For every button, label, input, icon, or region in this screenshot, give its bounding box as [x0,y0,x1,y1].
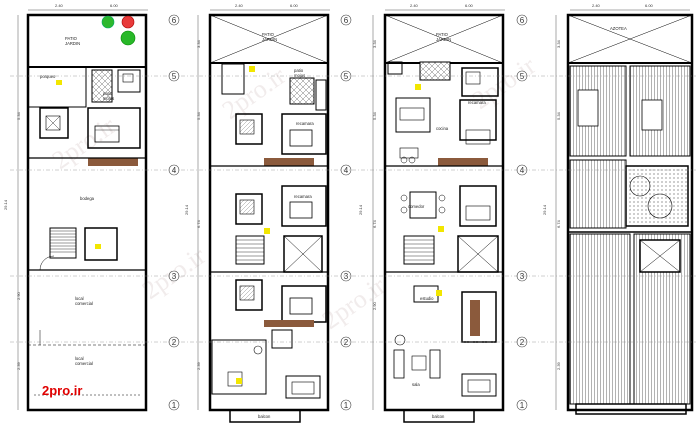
dim-label: 29.14 [184,204,189,215]
dim-label: 2.40 [55,3,64,8]
svg-text:5.34: 5.34 [372,111,377,120]
svg-text:6.74: 6.74 [556,219,561,228]
svg-text:3.34: 3.34 [556,39,561,48]
axis-label: 2 [520,338,525,347]
room-label-porqueo: porqueo [40,74,56,79]
axis-label: 6 [172,16,177,25]
wood-beam [264,158,314,166]
dim-label: 6.00 [465,3,474,8]
wood-beam [438,158,488,166]
axis-label: 3 [344,272,349,281]
axis-label: 6 [520,16,525,25]
yellow-fixture [236,378,242,384]
svg-text:2.90: 2.90 [372,301,377,310]
axis-label: 1 [344,401,349,410]
dim-label: 6.00 [290,3,299,8]
garden-area [625,165,689,227]
yellow-fixture [56,80,62,85]
axis-label: 3 [172,272,177,281]
yellow-fixture [264,228,270,234]
svg-text:5.34: 5.34 [196,111,201,120]
axis-markers: 6 5 4 3 2 1 6 5 4 3 2 1 6 5 4 3 2 1 [10,14,696,411]
room-label-balcon: balcon [258,414,271,419]
room-label-rec1: recamara [296,121,314,126]
brand-logo-text: 2pro.ir [42,383,82,398]
dim-label: 6.00 [110,3,119,8]
room-label-comedor: comedor [408,204,425,209]
axis-label: 3 [520,272,525,281]
room-label-rec: recamara [468,100,486,105]
room-label-cocina: cocina [436,126,449,131]
yellow-fixture [436,290,442,296]
yellow-fixture [95,244,101,249]
room-label-balcon: balcon [432,414,445,419]
axis-label: 1 [520,401,525,410]
room-label-rec2: recamara [294,194,312,199]
dim-label: 29.14 [358,204,363,215]
svg-text:6.74: 6.74 [372,219,377,228]
axis-label: 4 [172,166,177,175]
plan-roof: 2.40 6.00 29.14 AZOTEA [542,3,694,415]
room-label-roof: AZOTEA [610,26,627,31]
axis-label: 2 [344,338,349,347]
room-label-bodega: bodega [80,196,95,201]
yellow-fixture [415,84,421,90]
room-label-estudio: estudio [420,296,434,301]
svg-text:2.90: 2.90 [16,291,21,300]
dim-label: 29.14 [542,204,547,215]
plant-icon [101,15,115,29]
wood-beam [264,320,314,327]
plant-icon [120,30,136,46]
axis-label: 6 [344,16,349,25]
dim-label: 2.40 [410,3,419,8]
svg-text:2.39: 2.39 [16,361,21,370]
axis-label: 2 [172,338,177,347]
dim-label: 2.40 [592,3,601,8]
svg-text:5.34: 5.34 [556,111,561,120]
yellow-fixture [249,66,255,72]
wood-beam [470,300,480,336]
svg-text:2.39: 2.39 [196,361,201,370]
dim-label: 2.40 [235,3,244,8]
wood-beam [88,158,138,166]
axis-label: 4 [520,166,525,175]
patio-mojas [91,69,113,103]
axis-label: 4 [344,166,349,175]
brand-logo: 2pro.ir [42,383,82,398]
svg-text:3.34: 3.34 [372,39,377,48]
svg-text:5.34: 5.34 [16,111,21,120]
axis-label: 5 [344,72,349,81]
svg-text:6.74: 6.74 [196,219,201,228]
svg-text:3.34: 3.34 [196,39,201,48]
axis-label: 1 [172,401,177,410]
axis-label: 5 [172,72,177,81]
flower-icon [121,15,135,29]
axis-label: 5 [520,72,525,81]
side-dimensions: 5.34 2.90 2.39 3.34 5.34 6.74 2.39 3.34 … [16,39,561,370]
yellow-fixture [438,226,444,232]
dim-label: 29.14 [3,199,8,210]
room-label-sala: sala [412,382,420,387]
dim-label: 6.00 [645,3,654,8]
svg-text:2.39: 2.39 [556,361,561,370]
